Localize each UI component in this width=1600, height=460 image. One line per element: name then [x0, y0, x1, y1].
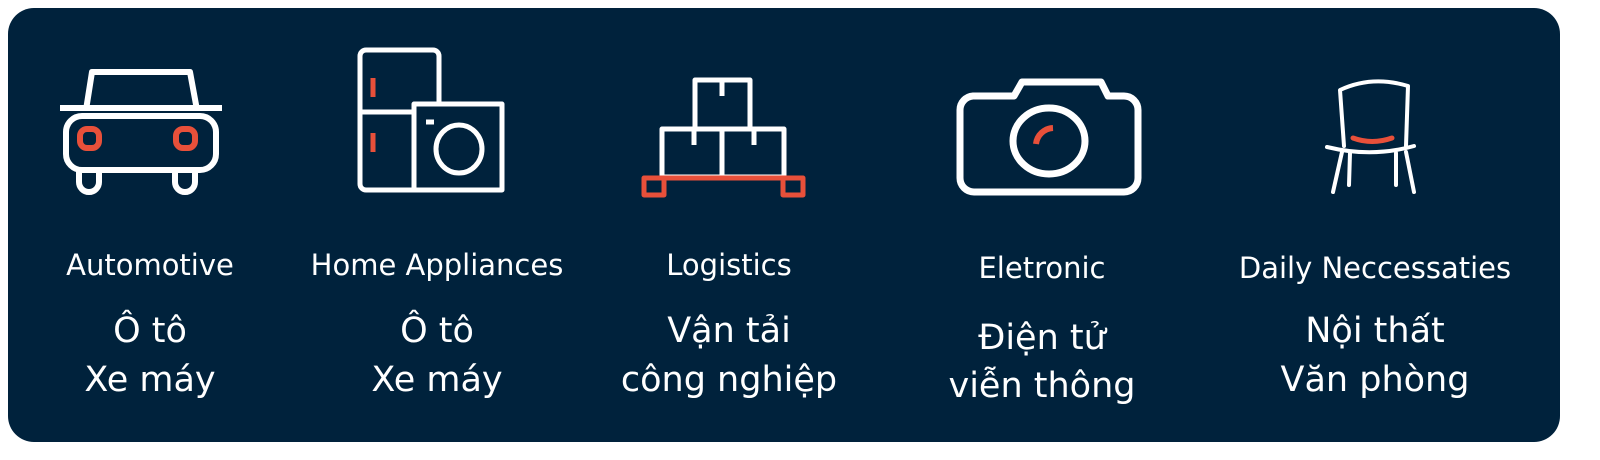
- camera-icon: [956, 78, 1142, 196]
- chair-icon: [1325, 79, 1416, 194]
- category-line: Văn phòng: [1280, 360, 1470, 400]
- boxes-pallet-icon: [641, 77, 806, 198]
- category-label: Eletronic: [978, 251, 1106, 285]
- home-appliances-icon: [357, 47, 505, 193]
- category-label: Home Appliances: [310, 248, 564, 282]
- category-line: Vận tải: [667, 311, 791, 351]
- category-line: công nghiệp: [620, 360, 838, 400]
- category-line: viễn thông: [948, 366, 1136, 406]
- category-line: Điện tử: [978, 318, 1106, 358]
- category-label: Logistics: [666, 248, 792, 282]
- car-icon: [60, 69, 222, 195]
- category-line: Ô tô: [113, 311, 187, 351]
- category-label: Daily Neccessaties: [1238, 251, 1512, 285]
- category-label: Automotive: [66, 248, 234, 282]
- categories-panel: [8, 8, 1560, 442]
- category-line: Ô tô: [400, 311, 474, 351]
- category-line: Xe máy: [84, 360, 216, 400]
- category-line: Xe máy: [371, 360, 503, 400]
- category-line: Nội thất: [1305, 311, 1445, 351]
